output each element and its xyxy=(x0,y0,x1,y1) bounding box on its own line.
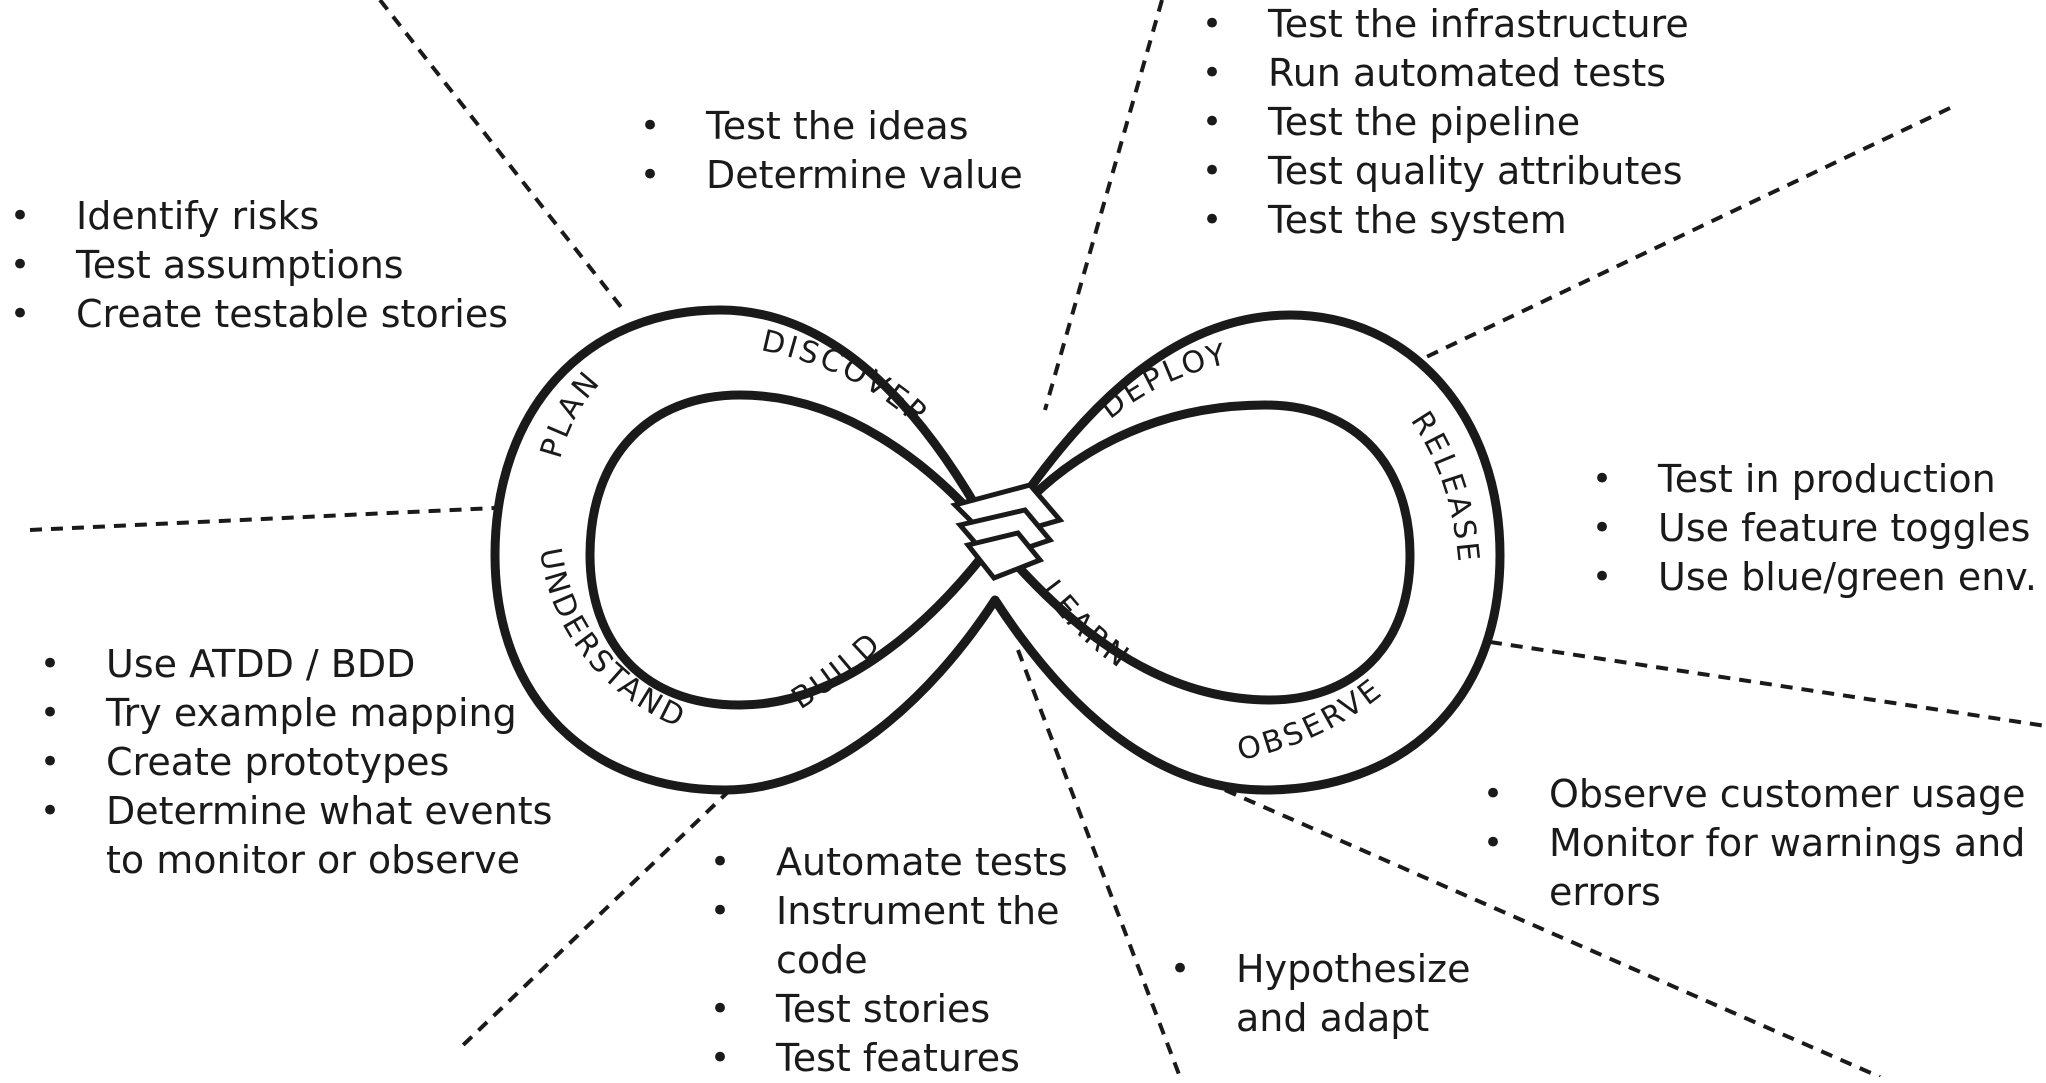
notes-build: Automate tests Instrument the code Test … xyxy=(710,838,1068,1083)
notes-release: Test in production Use feature toggles U… xyxy=(1592,455,2037,602)
list-item: Automate tests xyxy=(710,838,1068,887)
phase-label-build: BUILD xyxy=(785,625,886,717)
phase-label-learn: LEARN xyxy=(1034,574,1134,676)
list-item: Test in production xyxy=(1592,455,2037,504)
list-item: Test the pipeline xyxy=(1202,98,1689,147)
phase-label-plan: PLAN xyxy=(534,364,605,463)
notes-deploy: Test the infrastructure Run automated te… xyxy=(1202,0,1689,245)
notes-understand: Use ATDD / BDD Try example mapping Creat… xyxy=(40,640,552,885)
svg-text:PLAN: PLAN xyxy=(534,364,608,463)
list-item: Test the ideas xyxy=(640,102,1023,151)
separator-line xyxy=(1419,106,1951,362)
list-item: Monitor for warnings and errors xyxy=(1483,819,2025,917)
separator-line xyxy=(1224,788,1881,1077)
list-item: Create prototypes xyxy=(40,738,552,787)
list-item: Try example mapping xyxy=(40,689,552,738)
list-item: Use ATDD / BDD xyxy=(40,640,552,689)
list-item: Test quality attributes xyxy=(1202,147,1689,196)
list-item: Instrument the code xyxy=(710,887,1068,985)
notes-learn: Hypothesize and adapt xyxy=(1170,945,1470,1043)
list-item: Run automated tests xyxy=(1202,49,1689,98)
notes-discover: Test the ideas Determine value xyxy=(640,102,1023,200)
list-item: Determine value xyxy=(640,151,1023,200)
list-item: Hypothesize and adapt xyxy=(1170,945,1470,1043)
notes-plan: Identify risks Test assumptions Create t… xyxy=(10,192,508,339)
svg-text:OBSERVE: OBSERVE xyxy=(1234,671,1390,768)
svg-text:LEARN: LEARN xyxy=(1034,574,1137,676)
separator-line xyxy=(378,0,627,314)
svg-text:BUILD: BUILD xyxy=(785,625,889,717)
separator-line xyxy=(1043,0,1164,411)
notes-observe: Observe customer usage Monitor for warni… xyxy=(1483,770,2025,917)
list-item: Identify risks xyxy=(10,192,508,241)
list-item: Test assumptions xyxy=(10,241,508,290)
list-item: Test the system xyxy=(1202,196,1689,245)
loop-outer-outline xyxy=(490,305,1505,795)
list-item: Observe customer usage xyxy=(1483,770,2025,819)
list-item: Use blue/green env. xyxy=(1592,553,2037,602)
separator-line xyxy=(1489,640,2046,728)
list-item: Test the infrastructure xyxy=(1202,0,1689,49)
list-item: Test features xyxy=(710,1034,1068,1083)
list-item: Test stories xyxy=(710,985,1068,1034)
phase-label-observe: OBSERVE xyxy=(1234,671,1387,768)
list-item: Create testable stories xyxy=(10,290,508,339)
list-item: Determine what events to monitor or obse… xyxy=(40,787,552,885)
separator-line xyxy=(29,506,496,532)
crossing-arrow-icon xyxy=(963,530,1045,582)
separator-line xyxy=(1016,649,1182,1077)
list-item: Use feature toggles xyxy=(1592,504,2037,553)
